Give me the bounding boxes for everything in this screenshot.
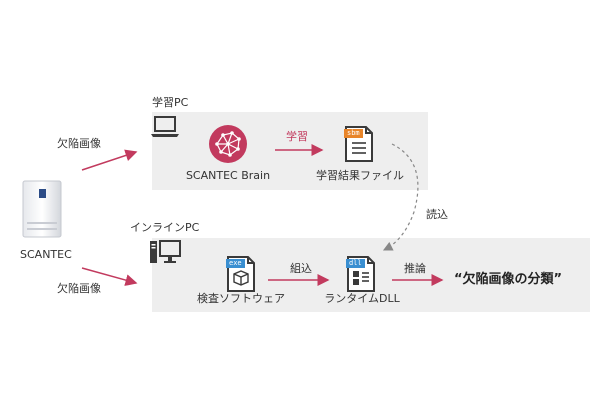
arrow-defect-to-learning: [81, 149, 138, 171]
classification-result-text: “欠陥画像の分類”: [454, 272, 563, 287]
runtime-dll-label: ランタイムDLL: [324, 292, 400, 305]
embed-edge-label: 組込: [290, 262, 312, 275]
dll-badge: dll: [346, 259, 365, 268]
laptop-icon: [150, 115, 180, 143]
neural-brain-icon: [208, 124, 248, 168]
result-file-icon: sbm: [342, 125, 376, 163]
software-file-icon: exe: [224, 255, 258, 293]
software-label: 検査ソフトウェア: [197, 292, 285, 305]
scantec-brain-label: SCANTEC Brain: [185, 169, 271, 182]
exe-badge: exe: [226, 259, 245, 268]
infer-edge-label: 推論: [404, 262, 426, 275]
scantec-device-image: [22, 180, 62, 238]
read-edge-label: 読込: [426, 208, 448, 221]
defect-image-label-top: 欠陥画像: [57, 137, 101, 150]
result-file-label: 学習結果ファイル: [316, 169, 404, 182]
arrow-read: [382, 143, 419, 251]
desktop-pc-icon: [149, 240, 181, 270]
runtime-dll-icon: dll: [344, 255, 378, 293]
sbm-badge: sbm: [344, 129, 363, 138]
inline-pc-label: インラインPC: [130, 221, 200, 234]
learning-pc-panel: [152, 112, 428, 190]
learn-edge-label: 学習: [286, 130, 308, 143]
device-label: SCANTEC: [20, 248, 72, 261]
learning-pc-label: 学習PC: [152, 96, 189, 109]
arrow-defect-to-inline: [81, 267, 138, 286]
defect-image-label-bottom: 欠陥画像: [57, 282, 101, 295]
